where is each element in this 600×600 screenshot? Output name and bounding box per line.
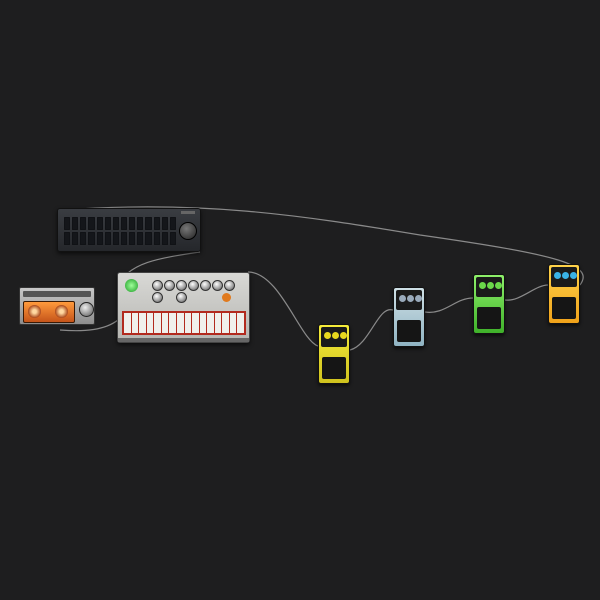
pedal-knob[interactable] xyxy=(340,332,347,339)
tape-delay-knob[interactable] xyxy=(79,302,94,317)
pedal-footswitch[interactable] xyxy=(477,307,501,329)
pedal-knob-panel xyxy=(396,290,422,310)
mixer-device[interactable] xyxy=(57,208,201,252)
synth-knob[interactable] xyxy=(176,280,187,291)
synth-accent-indicator xyxy=(222,293,231,302)
mixer-channel-strip[interactable] xyxy=(64,217,176,245)
pedal-footswitch[interactable] xyxy=(552,297,576,319)
bass-synth-device[interactable] xyxy=(117,272,250,343)
synth-footer xyxy=(118,338,249,342)
tape-reel-icon xyxy=(28,305,41,318)
master-volume-knob[interactable] xyxy=(179,222,197,240)
cable-pedal3-to-pedal4[interactable] xyxy=(504,284,549,301)
pedal-knob[interactable] xyxy=(415,295,422,302)
pedal-knob[interactable] xyxy=(407,295,414,302)
synth-step-keys[interactable] xyxy=(122,311,246,335)
pedal-knob[interactable] xyxy=(399,295,406,302)
cable-pedal1-to-pedal2[interactable] xyxy=(349,309,394,351)
pedal-knob-panel xyxy=(476,277,502,297)
yellow-pedal-device[interactable] xyxy=(318,324,350,384)
pedal-knob-panel xyxy=(551,267,577,287)
synth-knob-row xyxy=(148,278,238,303)
pedal-knob[interactable] xyxy=(562,272,569,279)
pedal-knob[interactable] xyxy=(570,272,577,279)
orange-pedal-device[interactable] xyxy=(548,264,580,324)
blue-pedal-device[interactable] xyxy=(393,287,425,347)
synth-knob[interactable] xyxy=(152,292,163,303)
pedal-footswitch[interactable] xyxy=(322,357,346,379)
pedal-knob[interactable] xyxy=(495,282,502,289)
green-pedal-device[interactable] xyxy=(473,274,505,334)
pedal-footswitch[interactable] xyxy=(397,320,421,342)
synth-knob[interactable] xyxy=(212,280,223,291)
cable-synth-to-pedal1[interactable] xyxy=(247,271,319,347)
synth-power-led xyxy=(125,279,138,292)
synth-knob[interactable] xyxy=(224,280,235,291)
pedal-knob[interactable] xyxy=(332,332,339,339)
pedal-knob[interactable] xyxy=(479,282,486,289)
pedal-knob-panel xyxy=(321,327,347,347)
cable-pedal2-to-pedal3[interactable] xyxy=(424,297,474,313)
synth-knob[interactable] xyxy=(200,280,211,291)
pedal-knob[interactable] xyxy=(554,272,561,279)
tape-reel-icon xyxy=(55,305,68,318)
pedal-knob[interactable] xyxy=(324,332,331,339)
synth-knob[interactable] xyxy=(164,280,175,291)
tape-top-panel xyxy=(23,291,91,297)
tape-delay-device[interactable] xyxy=(19,287,95,325)
synth-knob[interactable] xyxy=(152,280,163,291)
mixer-label-icon xyxy=(181,211,195,214)
synth-knob[interactable] xyxy=(176,292,187,303)
pedal-knob[interactable] xyxy=(487,282,494,289)
synth-knob[interactable] xyxy=(188,280,199,291)
tape-reel-window xyxy=(23,301,75,323)
